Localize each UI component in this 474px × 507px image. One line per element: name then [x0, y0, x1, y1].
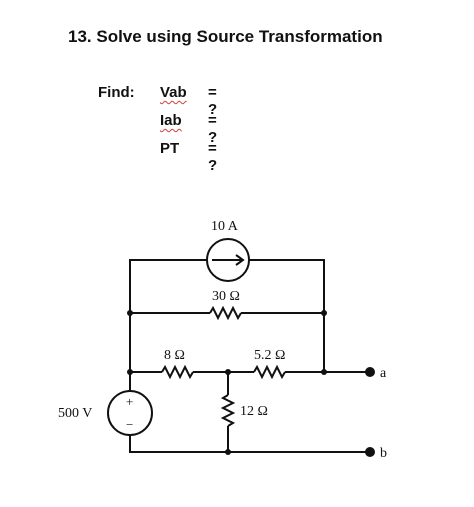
resistor-8-ohm — [161, 364, 194, 380]
terminal-a-dot — [365, 367, 375, 377]
problem-title: 13. Solve using Source Transformation — [68, 27, 383, 46]
find-var-iab: Iab — [160, 112, 182, 129]
find-var-pt: PT — [160, 140, 180, 157]
find-var-vab: Vab — [160, 84, 187, 101]
wire-top-left — [129, 259, 207, 313]
vs-minus-sign: − — [126, 417, 133, 432]
find-eq-vab: = ? — [208, 84, 218, 118]
junction-dot — [225, 369, 231, 375]
junction-dot — [321, 310, 327, 316]
find-eq-iab: = ? — [208, 112, 218, 146]
resistor-12-label: 12 Ω — [240, 404, 268, 419]
resistor-5-2-ohm — [253, 364, 286, 380]
current-source-label: 10 A — [211, 219, 239, 234]
current-source-circle — [206, 238, 250, 282]
terminal-a-label: a — [380, 366, 387, 381]
junction-dot — [127, 310, 133, 316]
voltage-source-label: 500 V — [58, 406, 92, 421]
vs-plus-sign: + — [126, 394, 133, 409]
terminal-b-dot — [365, 447, 375, 457]
resistor-12-ohm — [220, 394, 236, 427]
wire-vs-bottom — [129, 435, 370, 453]
resistor-30-label: 30 Ω — [212, 289, 240, 304]
find-eq-pt: = ? — [208, 140, 218, 174]
terminal-b-label: b — [380, 446, 387, 461]
current-arrow-icon — [212, 254, 245, 266]
junction-dot — [127, 369, 133, 375]
junction-dot — [225, 449, 231, 455]
junction-dot — [321, 369, 327, 375]
resistor-8-label: 8 Ω — [164, 348, 185, 363]
wire-top-right — [249, 259, 325, 313]
voltage-source-circle — [107, 390, 153, 436]
find-label: Find: — [98, 84, 135, 101]
resistor-5-2-label: 5.2 Ω — [254, 348, 285, 363]
resistor-30-ohm — [209, 305, 242, 321]
